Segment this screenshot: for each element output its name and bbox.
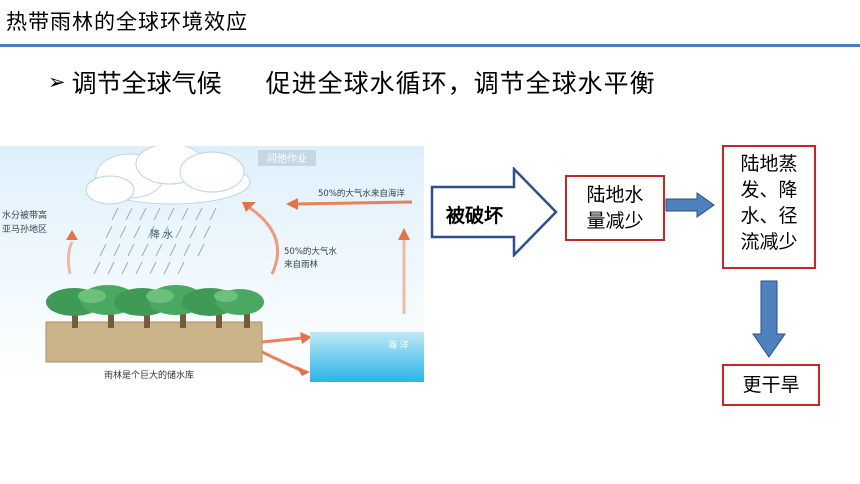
moisture-flow-arrows xyxy=(66,200,413,372)
title-divider xyxy=(0,44,860,47)
moisture-arrowheads xyxy=(66,198,410,376)
right-arrow-icon xyxy=(665,192,715,218)
box2-line4: 流减少 xyxy=(740,231,798,253)
bullet-main-text: 调节全球气候 xyxy=(71,69,222,98)
rainforest-trees xyxy=(46,285,264,328)
flow-box-land-water: 陆地水 量减少 xyxy=(565,175,665,241)
bullet-point: ➢ 调节全球气候 促进全球水循环，调节全球水平衡 xyxy=(48,64,656,100)
flow-box-evaporation: 陆地蒸 发、降 水、径 流减少 xyxy=(722,145,816,269)
forest-moisture-label-line1: 50%的大气水 xyxy=(284,246,337,257)
slide-title: 热带雨林的全球环境效应 xyxy=(6,10,248,34)
bullet-sub-text: 促进全球水循环，调节全球水平衡 xyxy=(265,69,656,98)
rain-label: 降 水 xyxy=(150,228,173,241)
box1-line1: 陆地水 xyxy=(586,184,644,206)
ocean-moisture-label: 50%的大气水来自海洋 xyxy=(318,188,405,199)
box2-line1: 陆地蒸 xyxy=(740,153,798,175)
damage-arrow-icon xyxy=(430,167,558,257)
box1-line2: 量减少 xyxy=(586,210,644,232)
damage-arrow-label: 被破坏 xyxy=(446,205,504,227)
box2-line3: 水、径 xyxy=(740,205,798,227)
watermark-box xyxy=(258,150,316,166)
box2-line2: 发、降 xyxy=(740,179,798,201)
illustration-caption: 雨林是个巨大的储水库 xyxy=(104,369,194,381)
rain-lines xyxy=(93,207,217,275)
left-label-line2: 亚马孙地区 xyxy=(2,223,47,235)
bullet-arrow-icon: ➢ xyxy=(48,70,66,94)
forest-moisture-label-line2: 来自雨林 xyxy=(284,259,319,270)
flow-box-drier: 更干旱 xyxy=(722,364,820,406)
water-cycle-illustration: 问他作业 降 水 水分被带高 亚马孙地区 50%的大气水来自海洋 50%的大气水… xyxy=(0,146,424,382)
down-arrow-icon xyxy=(752,280,786,358)
ocean xyxy=(310,332,424,382)
ground-soil xyxy=(45,321,263,363)
cloud-icon xyxy=(85,146,251,205)
left-label-line1: 水分被带高 xyxy=(2,209,47,221)
sea-label: 海 洋 xyxy=(388,339,409,351)
watermark-text: 问他作业 xyxy=(267,152,307,165)
